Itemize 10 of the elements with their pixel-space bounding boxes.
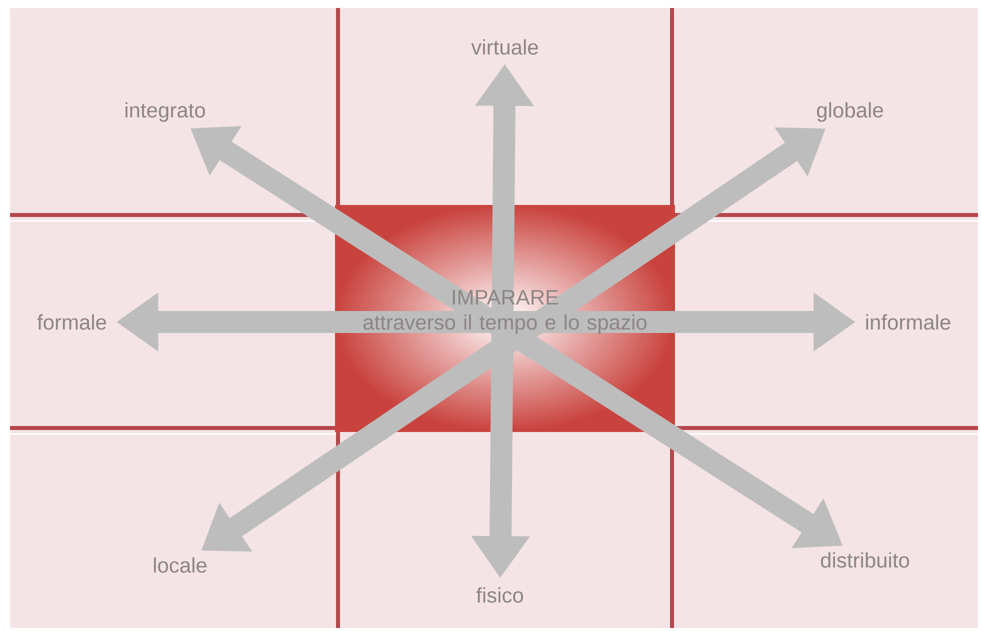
direction-label: integrato (126, 102, 205, 122)
direction-label: fisico (476, 587, 524, 603)
direction-label: virtuale (471, 39, 538, 55)
direction-label: locale (154, 557, 206, 573)
direction-label: distribuito (820, 552, 910, 568)
direction-label: formale (37, 314, 106, 330)
direction-label: globale (817, 102, 883, 122)
center-text: attraverso il tempo e lo spazio (364, 314, 646, 334)
center-text: IMPARARE (452, 290, 558, 305)
direction-label: informale (866, 314, 950, 330)
